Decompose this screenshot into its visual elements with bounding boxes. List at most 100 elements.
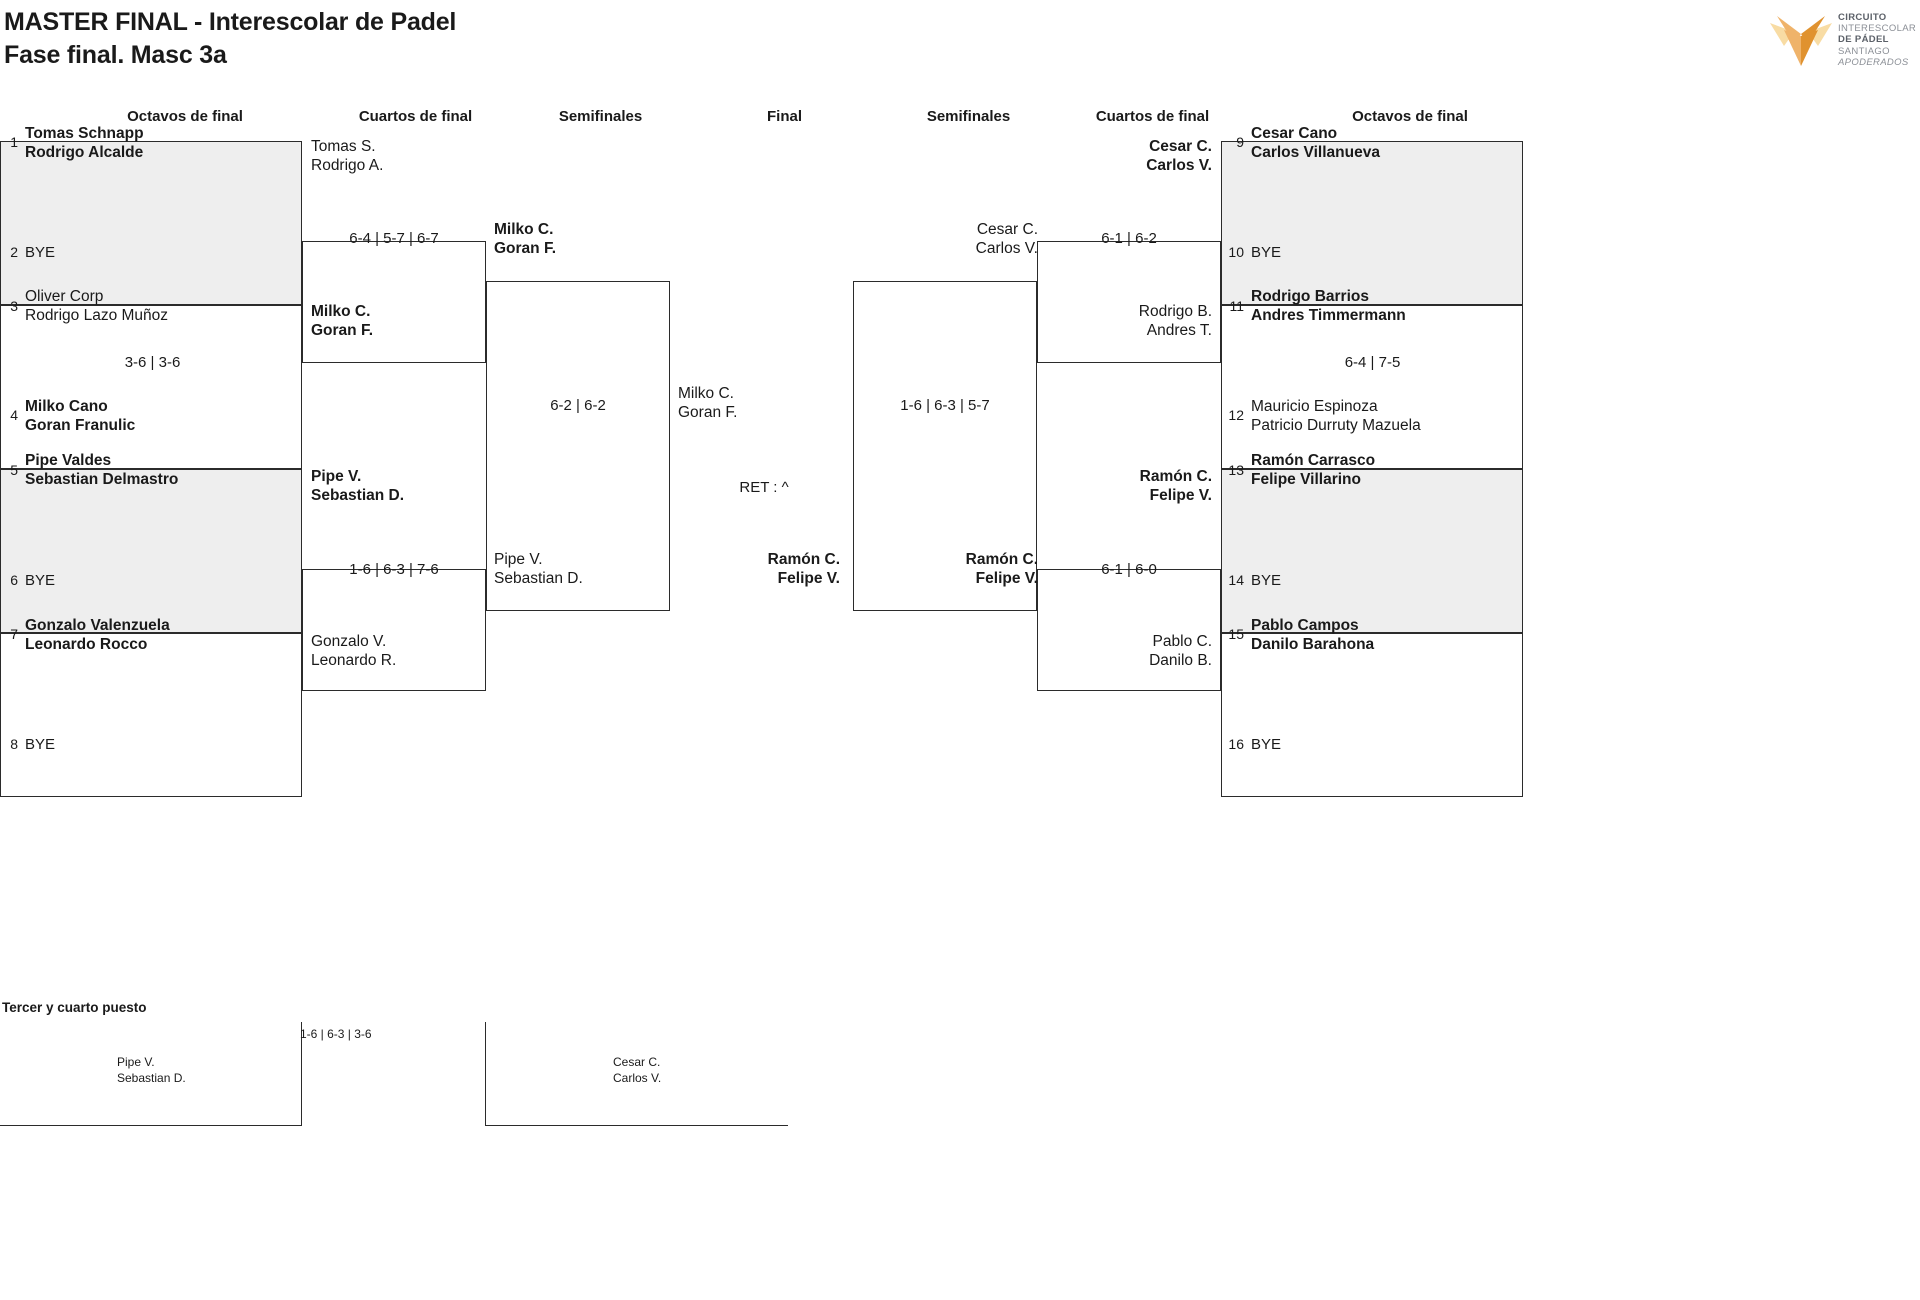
third-place-left-box[interactable] — [0, 1022, 302, 1126]
logo-text-block: CIRCUITO INTERESCOLAR DE PÁDEL SANTIAGO … — [1838, 12, 1916, 68]
left-r16-match-2[interactable] — [0, 305, 302, 469]
right-qf-team-3-line2: Felipe V. — [1149, 486, 1212, 504]
right-qf-team-2-line1: Rodrigo B. — [1138, 303, 1212, 320]
left-qf-team-2: Milko C. Goran F. — [311, 303, 373, 341]
right-qf-team-3-line1: Ramón C. — [1139, 468, 1212, 485]
right-team-12-line2: Patricio Durruty Mazuela — [1251, 416, 1421, 434]
right-team-15-line1: Pablo Campos — [1251, 617, 1359, 634]
left-sf-match[interactable] — [486, 281, 670, 611]
right-sf-score: 1-6 | 6-3 | 5-7 — [900, 397, 990, 414]
left-qf-team-4-line1: Gonzalo V. — [311, 633, 387, 650]
right-team-12: Mauricio Espinoza Patricio Durruty Mazue… — [1251, 398, 1421, 436]
left-seed-6: 6 — [10, 572, 18, 588]
left-qf-team-2-line1: Milko C. — [311, 303, 371, 320]
logo-line-4: SANTIAGO — [1838, 45, 1890, 57]
third-place-right-line1: Cesar C. — [613, 1055, 661, 1069]
left-team-1: Tomas Schnapp Rodrigo Alcalde — [25, 125, 144, 163]
right-qf-score-2: 6-1 | 6-0 — [1101, 561, 1157, 578]
third-place-right-team: Cesar C. Carlos V. — [613, 1055, 661, 1086]
left-seed-3: 3 — [10, 298, 18, 314]
right-team-11-line1: Rodrigo Barrios — [1251, 288, 1369, 305]
left-r16-match-4[interactable] — [0, 633, 302, 797]
right-qf-team-2: Rodrigo B. Andres T. — [1012, 303, 1212, 341]
left-qf-team-3: Pipe V. Sebastian D. — [311, 468, 404, 506]
tournament-logo: CIRCUITO INTERESCOLAR DE PÁDEL SANTIAGO … — [1770, 8, 1916, 70]
round-header-left-qf: Cuartos de final — [358, 108, 473, 125]
round-header-final: Final — [766, 108, 802, 125]
page-title: MASTER FINAL - Interescolar de Padel Fas… — [4, 6, 456, 72]
left-qf-match-1[interactable] — [302, 241, 486, 363]
left-r16-match-1[interactable] — [0, 141, 302, 305]
left-seed-8: 8 — [10, 736, 18, 752]
right-team-10-bye: BYE — [1251, 244, 1282, 261]
right-r16-match-2[interactable] — [1221, 305, 1523, 469]
round-header-left-sf: Semifinales — [558, 108, 643, 125]
left-team-4-line2: Goran Franulic — [25, 416, 136, 434]
right-qf-team-1: Cesar C. Carlos V. — [1012, 138, 1212, 176]
final-left-team-line2: Goran F. — [678, 403, 738, 421]
right-team-11-line2: Andres Timmermann — [1251, 306, 1406, 324]
left-seed-1: 1 — [10, 134, 18, 150]
third-place-left-team: Pipe V. Sebastian D. — [117, 1055, 186, 1086]
right-r16-match-1[interactable] — [1221, 141, 1523, 305]
final-right-team-line2: Felipe V. — [777, 569, 840, 587]
left-qf-team-1-line1: Tomas S. — [311, 138, 376, 155]
right-qf-match-1[interactable] — [1037, 241, 1221, 363]
right-qf-match-2[interactable] — [1037, 569, 1221, 691]
right-team-15: Pablo Campos Danilo Barahona — [1251, 617, 1374, 655]
right-team-9-line1: Cesar Cano — [1251, 125, 1338, 142]
left-team-3-line1: Oliver Corp — [25, 288, 104, 305]
right-sf-team-1-line2: Carlos V. — [975, 239, 1038, 257]
right-team-16-bye: BYE — [1251, 736, 1282, 753]
right-qf-team-4-line1: Pablo C. — [1152, 633, 1212, 650]
right-r16-match-3[interactable] — [1221, 469, 1523, 633]
left-team-7-line1: Gonzalo Valenzuela — [25, 617, 170, 634]
left-team-7: Gonzalo Valenzuela Leonardo Rocco — [25, 617, 170, 655]
right-team-11: Rodrigo Barrios Andres Timmermann — [1251, 288, 1406, 326]
left-qf-score-2: 1-6 | 6-3 | 7-6 — [349, 561, 439, 578]
left-sf-team-2: Pipe V. Sebastian D. — [494, 551, 583, 589]
left-qf-team-1: Tomas S. Rodrigo A. — [311, 138, 383, 176]
final-right-team-line1: Ramón C. — [767, 551, 840, 568]
left-qf-team-3-line2: Sebastian D. — [311, 486, 405, 504]
right-sf-match[interactable] — [853, 281, 1037, 611]
title-line-2: Fase final. Masc 3a — [4, 41, 227, 69]
right-qf-score-1: 6-1 | 6-2 — [1101, 230, 1157, 247]
right-sf-team-1-line1: Cesar C. — [976, 221, 1038, 238]
left-team-5-line2: Sebastian Delmastro — [25, 470, 179, 488]
third-place-left-line2: Sebastian D. — [117, 1070, 186, 1085]
left-team-1-line2: Rodrigo Alcalde — [25, 143, 144, 161]
left-team-8-bye: BYE — [25, 736, 56, 753]
logo-line-3: DE PÁDEL — [1838, 34, 1889, 46]
right-sf-team-1: Cesar C. Carlos V. — [838, 221, 1038, 259]
final-left-team: Milko C. Goran F. — [678, 385, 737, 423]
left-sf-team-2-line1: Pipe V. — [494, 551, 543, 568]
left-sf-team-1-line1: Milko C. — [494, 221, 554, 238]
right-qf-team-4: Pablo C. Danilo B. — [1012, 633, 1212, 671]
left-team-7-line2: Leonardo Rocco — [25, 635, 148, 653]
right-qf-team-2-line2: Andres T. — [1146, 321, 1212, 339]
third-place-right-box[interactable] — [485, 1022, 788, 1126]
right-team-9: Cesar Cano Carlos Villanueva — [1251, 125, 1380, 163]
right-team-13: Ramón Carrasco Felipe Villarino — [1251, 452, 1375, 490]
left-team-6-bye: BYE — [25, 572, 56, 589]
left-team-5: Pipe Valdes Sebastian Delmastro — [25, 452, 178, 490]
left-team-4-line1: Milko Cano — [25, 398, 108, 415]
round-header-right-sf: Semifinales — [926, 108, 1011, 125]
third-place-score: 1-6 | 6-3 | 3-6 — [300, 1027, 372, 1041]
left-r16-match-3[interactable] — [0, 469, 302, 633]
right-r16-score-2: 6-4 | 7-5 — [1344, 354, 1401, 371]
left-sf-team-1: Milko C. Goran F. — [494, 221, 556, 259]
left-qf-team-4-line2: Leonardo R. — [311, 651, 397, 669]
right-seed-10: 10 — [1228, 244, 1244, 260]
left-team-5-line1: Pipe Valdes — [25, 452, 112, 469]
right-r16-match-4[interactable] — [1221, 633, 1523, 797]
left-sf-score: 6-2 | 6-2 — [550, 397, 606, 414]
left-qf-team-2-line2: Goran F. — [311, 321, 374, 339]
right-sf-team-2-line1: Ramón C. — [965, 551, 1038, 568]
left-r16-score-2: 3-6 | 3-6 — [124, 354, 181, 371]
left-qf-team-4: Gonzalo V. Leonardo R. — [311, 633, 396, 671]
left-qf-match-2[interactable] — [302, 569, 486, 691]
right-qf-team-1-line1: Cesar C. — [1149, 138, 1212, 155]
